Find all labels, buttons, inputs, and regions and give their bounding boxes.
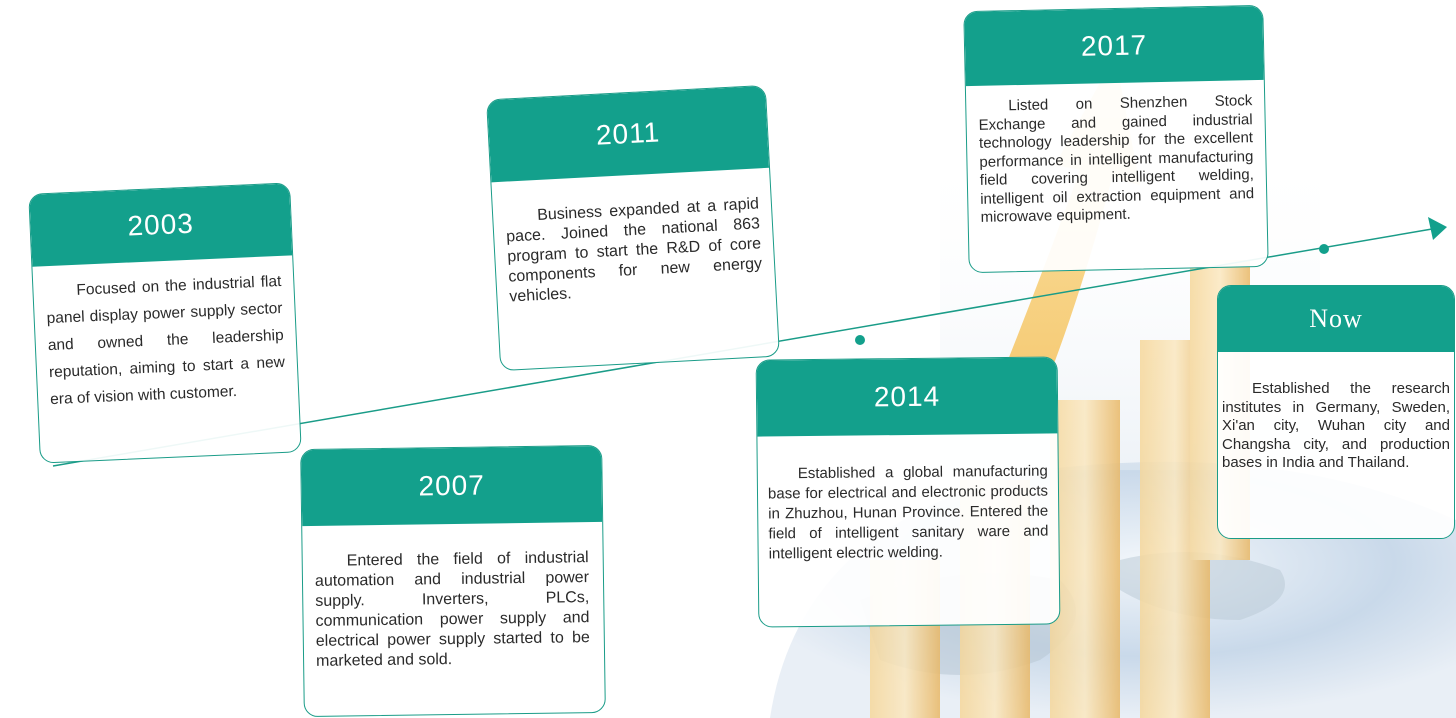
milestone-description: Listed on Shenzhen Stock Exchange and ga… <box>978 92 1255 226</box>
milestone-year: 2011 <box>487 85 770 183</box>
timeline-dot <box>855 335 865 345</box>
milestone-description: Focused on the industrial flat panel dis… <box>46 272 286 409</box>
milestone-card-2014: 2014 Established a global manufacturing … <box>755 356 1061 628</box>
milestone-year: 2014 <box>756 357 1058 437</box>
timeline-dot <box>1319 244 1329 254</box>
milestone-card-2017: 2017 Listed on Shenzhen Stock Exchange a… <box>963 4 1269 274</box>
milestone-card-2011: 2011 Business expanded at a rapid pace. … <box>486 84 780 372</box>
milestone-card-2007: 2007 Entered the field of industrial aut… <box>300 444 606 718</box>
milestone-year: 2017 <box>964 5 1264 87</box>
milestone-card-2003: 2003 Focused on the industrial flat pane… <box>28 182 302 464</box>
milestone-year: 2007 <box>301 445 603 527</box>
milestone-card-now: Now Established the research institutes … <box>1217 285 1455 539</box>
milestone-year: Now <box>1218 286 1454 352</box>
milestone-description: Business expanded at a rapid pace. Joine… <box>505 195 763 306</box>
milestone-year: 2003 <box>29 183 293 267</box>
timeline-arrowhead <box>1428 217 1447 240</box>
milestone-description: Established a global manufacturing base … <box>767 462 1049 563</box>
milestone-description: Established the research institutes in G… <box>1222 380 1450 471</box>
milestone-description: Entered the field of industrial automati… <box>314 549 590 670</box>
